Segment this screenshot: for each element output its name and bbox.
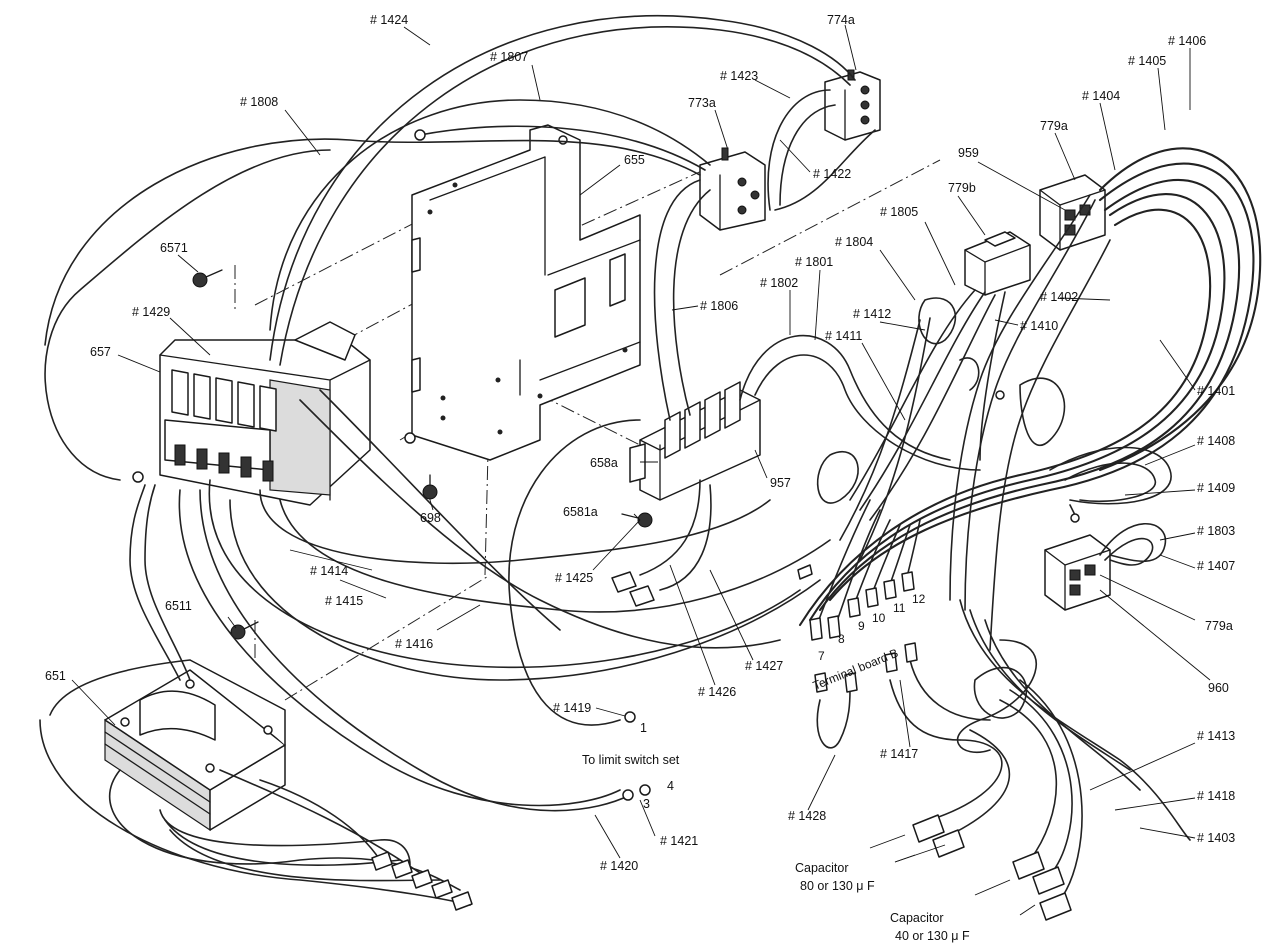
label-651: 651 <box>45 669 66 683</box>
label-1801: # 1801 <box>795 255 833 269</box>
label-1410: # 1410 <box>1020 319 1058 333</box>
label-1803: # 1803 <box>1197 524 1235 538</box>
terminal-7: 7 <box>818 649 825 663</box>
label-1405: # 1405 <box>1128 54 1166 68</box>
terminal-9: 9 <box>858 619 865 633</box>
label-1414: # 1414 <box>310 564 348 578</box>
label-1412: # 1412 <box>853 307 891 321</box>
label-1806: # 1806 <box>700 299 738 313</box>
capacitor-1-value: 80 or 130 μ F <box>800 879 875 893</box>
screw-6571 <box>192 269 223 288</box>
label-1428: # 1428 <box>788 809 826 823</box>
connector-773a <box>699 147 766 231</box>
label-6581a: 6581a <box>563 505 598 519</box>
callout-labels: # 1424 774a # 1807 # 1423 773a # 1406 # … <box>45 13 1235 873</box>
label-1420: # 1420 <box>600 859 638 873</box>
label-773a: 773a <box>688 96 716 110</box>
label-774a: 774a <box>827 13 855 27</box>
terminal-block-957 <box>629 381 761 501</box>
label-1418: # 1418 <box>1197 789 1235 803</box>
label-1408: # 1408 <box>1197 434 1235 448</box>
contactor-terminals <box>171 369 277 482</box>
screw-6511 <box>230 621 259 640</box>
label-1416: # 1416 <box>395 637 433 651</box>
wires <box>39 15 1262 921</box>
label-1423: # 1423 <box>720 69 758 83</box>
label-6511: 6511 <box>165 599 192 613</box>
label-1802: # 1802 <box>760 276 798 290</box>
label-779a-top: 779a <box>1040 119 1068 133</box>
label-1422: # 1422 <box>813 167 851 181</box>
label-959: 959 <box>958 146 979 160</box>
limit-switch-label: To limit switch set <box>582 753 680 767</box>
terminal-12: 12 <box>912 592 926 606</box>
terminal-board-b-tabs <box>809 571 918 693</box>
label-1421: # 1421 <box>660 834 698 848</box>
limit-switch-labels: To limit switch set 1 3 4 <box>582 721 680 811</box>
mounting-bracket-655 <box>411 124 641 461</box>
label-658a: 658a <box>590 456 618 470</box>
label-1404: # 1404 <box>1082 89 1120 103</box>
label-657: 657 <box>90 345 111 359</box>
label-698: 698 <box>420 511 441 525</box>
connector-774a <box>824 69 881 141</box>
label-655: 655 <box>624 153 645 167</box>
connector-779b <box>964 231 1031 296</box>
label-1807: # 1807 <box>490 50 528 64</box>
connector-960 <box>1044 534 1111 611</box>
label-6571: 6571 <box>160 241 188 255</box>
label-1415: # 1415 <box>325 594 363 608</box>
label-1425: # 1425 <box>555 571 593 585</box>
transformer-651 <box>104 659 286 832</box>
label-1409: # 1409 <box>1197 481 1235 495</box>
label-1402: # 1402 <box>1040 290 1078 304</box>
label-1413: # 1413 <box>1197 729 1235 743</box>
label-1808: # 1808 <box>240 95 278 109</box>
label-1401: # 1401 <box>1197 384 1235 398</box>
connector-959 <box>1039 174 1106 251</box>
label-1427: # 1427 <box>745 659 783 673</box>
limit-switch-pin-1: 1 <box>640 721 647 735</box>
label-1426: # 1426 <box>698 685 736 699</box>
capacitor-2-title: Capacitor <box>890 911 944 925</box>
screw-698 <box>422 474 438 500</box>
terminal-11: 11 <box>893 601 906 615</box>
leader-lines <box>71 24 1211 916</box>
label-957: 957 <box>770 476 791 490</box>
label-779b: 779b <box>948 181 976 195</box>
limit-switch-pin-3: 3 <box>643 797 650 811</box>
label-1407: # 1407 <box>1197 559 1235 573</box>
label-1411: # 1411 <box>825 329 862 343</box>
screw-6581a <box>621 512 653 528</box>
label-1403: # 1403 <box>1197 831 1235 845</box>
capacitor-labels: Capacitor 80 or 130 μ F Capacitor 40 or … <box>795 861 970 943</box>
label-1805: # 1805 <box>880 205 918 219</box>
label-1417: # 1417 <box>880 747 918 761</box>
magnetic-contactor-657 <box>159 321 371 506</box>
label-960: 960 <box>1208 681 1229 695</box>
label-1429: # 1429 <box>132 305 170 319</box>
limit-switch-pin-4: 4 <box>667 779 674 793</box>
capacitor-1-title: Capacitor <box>795 861 849 875</box>
label-779a-bottom: 779a <box>1205 619 1233 633</box>
terminal-10: 10 <box>872 611 886 625</box>
label-1804: # 1804 <box>835 235 873 249</box>
capacitor-2-value: 40 or 130 μ F <box>895 929 970 943</box>
label-1424: # 1424 <box>370 13 408 27</box>
label-1406: # 1406 <box>1168 34 1206 48</box>
terminal-8: 8 <box>838 632 845 646</box>
label-1419: # 1419 <box>553 701 591 715</box>
